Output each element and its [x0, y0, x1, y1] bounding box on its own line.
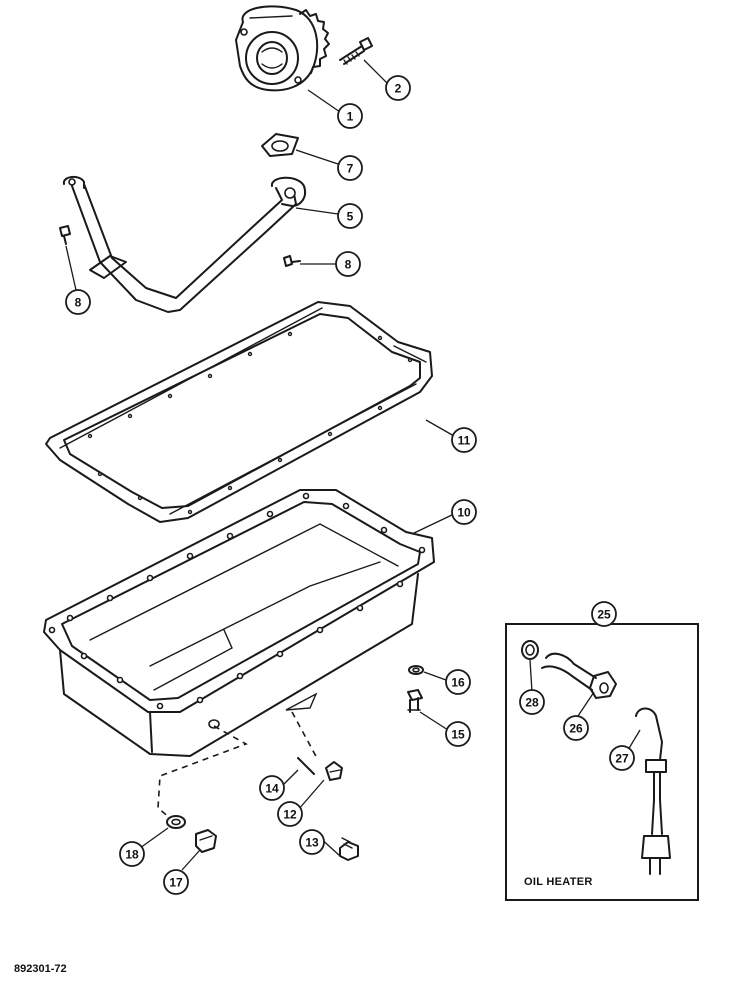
callout-10: 10	[451, 499, 477, 525]
callout-27: 27	[609, 745, 635, 771]
callout-2-label: 2	[395, 82, 402, 96]
callout-10-label: 10	[457, 506, 471, 520]
callout-12: 12	[277, 801, 303, 827]
callout-25-label: 25	[597, 608, 611, 622]
callout-15: 15	[445, 721, 471, 747]
oil-heater-inset	[505, 623, 699, 901]
callout-11-label: 11	[458, 434, 471, 448]
callout-26-label: 26	[569, 722, 583, 736]
callout-11: 11	[451, 427, 477, 453]
oil-pan-gasket	[45, 301, 433, 523]
callout-5: 5	[337, 203, 363, 229]
callout-8-left: 8	[65, 289, 91, 315]
callout-18-label: 18	[125, 848, 139, 862]
leader-lines	[65, 59, 605, 871]
pump-bolt	[339, 37, 373, 65]
callout-13-label: 13	[305, 836, 319, 850]
callout-27-label: 27	[615, 752, 629, 766]
callout-28: 28	[519, 689, 545, 715]
callout-8-right: 8	[335, 251, 361, 277]
callout-5-label: 5	[347, 210, 354, 224]
callout-16: 16	[445, 669, 471, 695]
callout-8-right-label: 8	[345, 258, 352, 272]
drain-and-plug-parts	[157, 665, 424, 861]
pickup-gasket	[261, 133, 299, 157]
figure-code: 892301-72	[14, 963, 67, 975]
callout-14-label: 14	[265, 782, 279, 796]
callout-2: 2	[385, 75, 411, 101]
callout-17-label: 17	[169, 876, 183, 890]
callout-1: 1	[337, 103, 363, 129]
callout-16-label: 16	[451, 676, 465, 690]
callout-18: 18	[119, 841, 145, 867]
oil-pan	[43, 489, 435, 757]
oil-pump	[235, 5, 330, 92]
tube-screws	[59, 225, 301, 267]
callout-7-label: 7	[347, 162, 354, 176]
callout-15-label: 15	[451, 728, 465, 742]
callout-12-label: 12	[283, 808, 297, 822]
callout-8-left-label: 8	[75, 296, 82, 310]
callout-25: 25	[591, 601, 617, 627]
callout-14: 14	[259, 775, 285, 801]
callout-13: 13	[299, 829, 325, 855]
callout-26: 26	[563, 715, 589, 741]
callout-17: 17	[163, 869, 189, 895]
oil-heater-caption: OIL HEATER	[524, 876, 593, 888]
oil-pickup-tube	[62, 176, 306, 313]
callout-7: 7	[337, 155, 363, 181]
callout-28-label: 28	[525, 696, 539, 710]
callout-1-label: 1	[347, 110, 354, 124]
